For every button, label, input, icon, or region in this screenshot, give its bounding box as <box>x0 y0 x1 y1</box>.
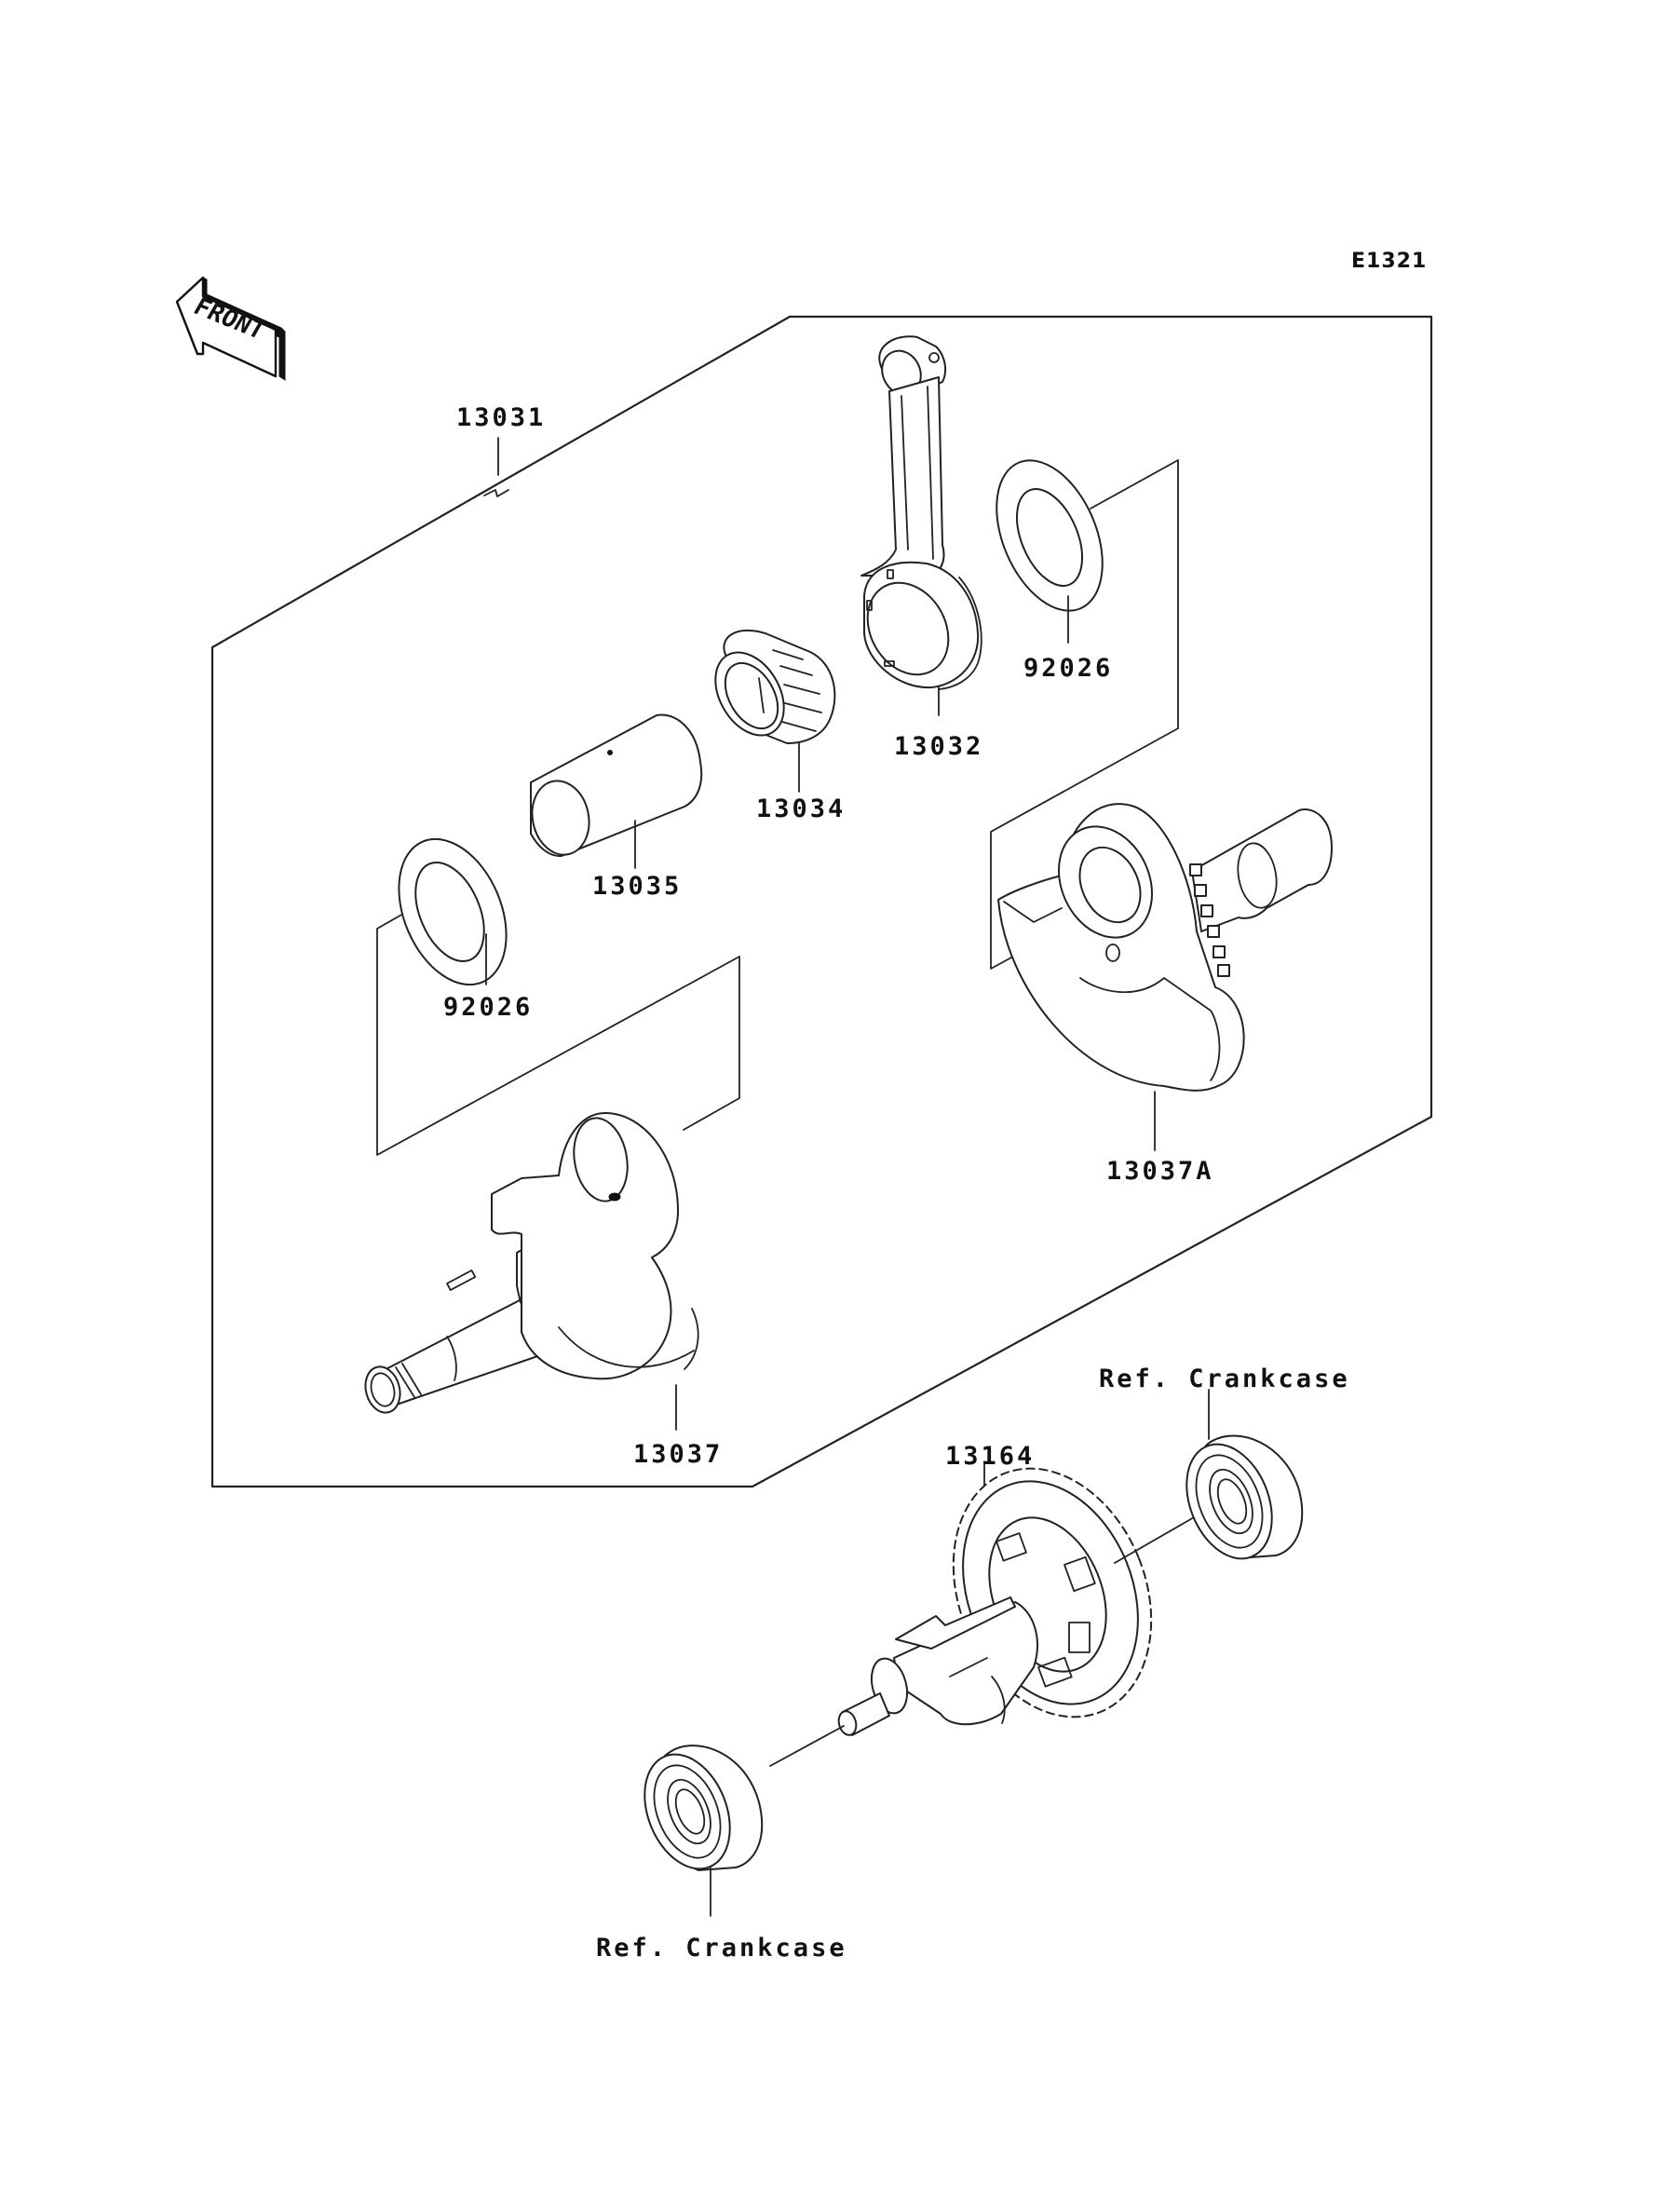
part-label-13035: 13035 <box>592 872 682 901</box>
connecting-rod[interactable] <box>851 335 982 690</box>
thrust-washer-right[interactable] <box>976 444 1123 627</box>
outline-break-mark <box>483 489 509 497</box>
crank-pin[interactable] <box>525 713 703 860</box>
part-label-92026-lower: 92026 <box>443 993 533 1022</box>
part-label-13037: 13037 <box>633 1440 723 1469</box>
reference-label-upper: Ref. Crankcase <box>1099 1365 1350 1393</box>
thrust-washer-left[interactable] <box>378 822 527 1001</box>
front-arrow-icon: FRONT <box>175 276 286 381</box>
balancer-shaft[interactable] <box>836 1439 1186 1747</box>
reference-label-lower: Ref. Crankcase <box>596 1934 847 1962</box>
diagram-code: E1321 <box>1351 250 1427 273</box>
assembly-outline <box>210 315 1433 1488</box>
part-label-13164: 13164 <box>945 1442 1035 1471</box>
bearing-lower-left[interactable] <box>629 1742 764 1881</box>
crankshaft-right-half[interactable] <box>997 803 1333 1092</box>
needle-bearing[interactable] <box>701 629 836 748</box>
subgroup-outline-left <box>376 890 740 1156</box>
part-label-13037A: 13037A <box>1106 1157 1214 1186</box>
part-label-13034: 13034 <box>756 794 846 823</box>
axis-line-lower <box>769 1725 845 1767</box>
bearing-upper-right[interactable] <box>1171 1432 1304 1571</box>
subgroup-outline-right <box>990 459 1179 970</box>
part-label-13032: 13032 <box>894 732 983 761</box>
assembly-label: 13031 <box>456 403 546 432</box>
crankshaft-left-half[interactable] <box>360 1112 699 1417</box>
part-label-92026-upper: 92026 <box>1023 654 1113 683</box>
